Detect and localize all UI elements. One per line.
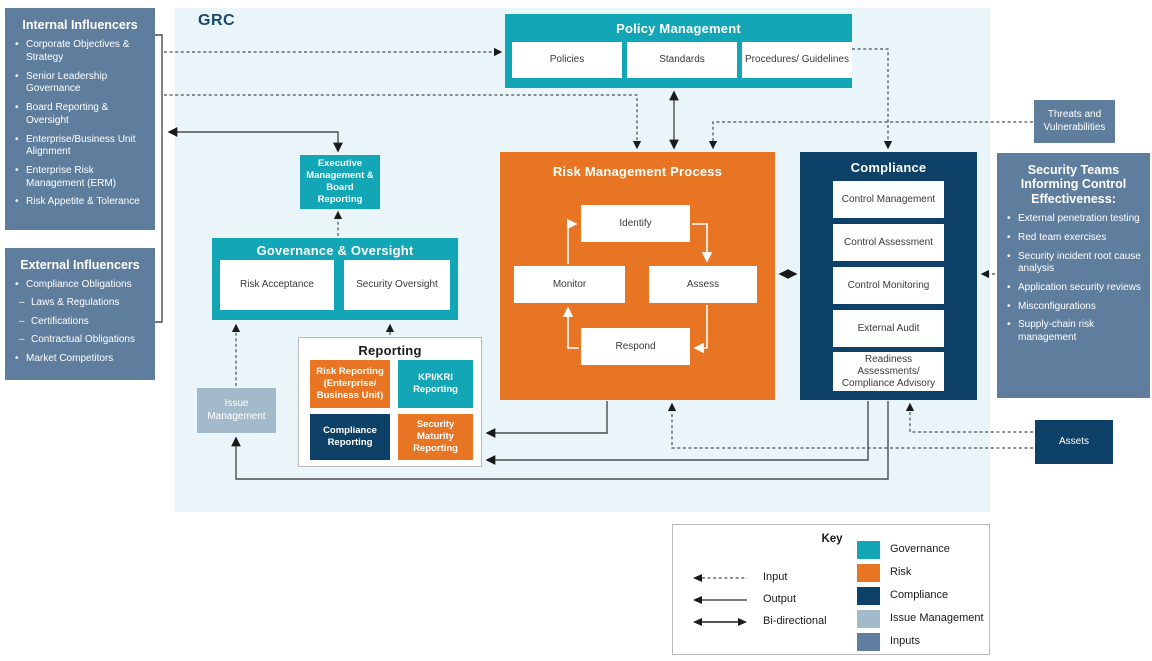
executive-management-board-reporting-box: Executive Management & Board Reporting xyxy=(300,155,380,209)
key-issue-management-label: Issue Management xyxy=(890,612,984,624)
internal-influencers-panel: Internal Influencers Corporate Objective… xyxy=(5,8,155,230)
influencers-bracket-line xyxy=(155,34,163,323)
internal-influencers-title: Internal Influencers xyxy=(22,18,138,32)
list-item: Board Reporting & Oversight xyxy=(13,102,147,127)
list-item: Security incident root cause analysis xyxy=(1005,251,1142,276)
list-item: External penetration testing xyxy=(1005,213,1142,226)
kpi-kri-reporting-box: KPI/KRI Reporting xyxy=(398,360,473,408)
output-arrow-icon xyxy=(693,596,747,604)
security-oversight-box: Security Oversight xyxy=(344,260,450,310)
key-risk-label: Risk xyxy=(890,566,912,578)
compliance-title: Compliance xyxy=(850,160,927,175)
threats-vulnerabilities-box: Threats and Vulnerabilities xyxy=(1034,100,1115,143)
identify-box: Identify xyxy=(581,205,690,242)
security-teams-title: Security Teams Informing Control Effecti… xyxy=(1020,163,1127,206)
external-influencers-title: External Influencers xyxy=(20,258,140,272)
monitor-box: Monitor xyxy=(514,266,625,303)
list-item: Compliance Obligations xyxy=(13,279,147,292)
list-item: Enterprise/Business Unit Alignment xyxy=(13,134,147,159)
list-item: Red team exercises xyxy=(1005,232,1142,245)
assess-box: Assess xyxy=(649,266,757,303)
key-governance-label: Governance xyxy=(890,543,950,555)
issue-management-swatch xyxy=(857,610,880,628)
procedures-guidelines-box: Procedures/ Guidelines xyxy=(742,42,852,78)
external-audit-box: External Audit xyxy=(833,310,944,347)
input-arrow-icon xyxy=(693,574,747,582)
policies-box: Policies xyxy=(512,42,622,78)
control-assessment-box: Control Assessment xyxy=(833,224,944,261)
governance-swatch xyxy=(857,541,880,559)
security-teams-panel: Security Teams Informing Control Effecti… xyxy=(997,153,1150,398)
issue-management-box: Issue Management xyxy=(197,388,276,433)
compliance-swatch xyxy=(857,587,880,605)
key-inputs-label: Inputs xyxy=(890,635,920,647)
external-influencers-sublist: Laws & Regulations Certifications Contra… xyxy=(13,297,147,347)
governance-oversight-title: Governance & Oversight xyxy=(256,243,414,258)
key-title: Key xyxy=(821,533,843,545)
readiness-assessments-box: Readiness Assessments/ Compliance Adviso… xyxy=(833,352,944,391)
respond-box: Respond xyxy=(581,328,690,365)
list-item: Market Competitors xyxy=(13,353,147,366)
inputs-swatch xyxy=(857,633,880,651)
list-item: Certifications xyxy=(19,316,147,329)
risk-management-process-title: Risk Management Process xyxy=(552,164,723,179)
list-item: Application security reviews xyxy=(1005,282,1142,295)
list-item: Risk Appetite & Tolerance xyxy=(13,196,147,209)
list-item: Corporate Objectives & Strategy xyxy=(13,39,147,64)
risk-swatch xyxy=(857,564,880,582)
control-management-box: Control Management xyxy=(833,181,944,218)
key-input-label: Input xyxy=(763,571,788,583)
security-maturity-reporting-box: Security Maturity Reporting xyxy=(398,414,473,460)
security-teams-list: External penetration testing Red team ex… xyxy=(1005,213,1142,345)
list-item: Laws & Regulations xyxy=(19,297,147,310)
policy-management-title: Policy Management xyxy=(616,21,741,36)
list-item: Misconfigurations xyxy=(1005,301,1142,314)
risk-reporting-box: Risk Reporting (Enterprise/ Business Uni… xyxy=(310,360,390,408)
external-influencers-list2: Market Competitors xyxy=(13,353,147,366)
external-influencers-panel: External Influencers Compliance Obligati… xyxy=(5,248,155,380)
key-bidirectional-label: Bi-directional xyxy=(763,615,827,627)
control-monitoring-box: Control Monitoring xyxy=(833,267,944,304)
reporting-title: Reporting xyxy=(358,343,422,358)
bidirectional-arrow-icon xyxy=(693,618,747,626)
key-output-label: Output xyxy=(763,593,797,605)
list-item: Senior Leadership Governance xyxy=(13,71,147,96)
internal-influencers-list: Corporate Objectives & Strategy Senior L… xyxy=(13,39,147,209)
list-item: Contractual Obligations xyxy=(19,334,147,347)
compliance-reporting-box: Compliance Reporting xyxy=(310,414,390,460)
key-compliance-label: Compliance xyxy=(890,589,949,601)
list-item: Enterprise Risk Management (ERM) xyxy=(13,165,147,190)
standards-box: Standards xyxy=(627,42,737,78)
key-panel: Key Input Output Bi-directional Governan… xyxy=(672,524,990,655)
risk-acceptance-box: Risk Acceptance xyxy=(220,260,334,310)
external-influencers-list: Compliance Obligations xyxy=(13,279,147,292)
list-item: Supply-chain risk management xyxy=(1005,319,1142,344)
grc-title: GRC xyxy=(198,12,236,29)
assets-box: Assets xyxy=(1035,420,1113,464)
